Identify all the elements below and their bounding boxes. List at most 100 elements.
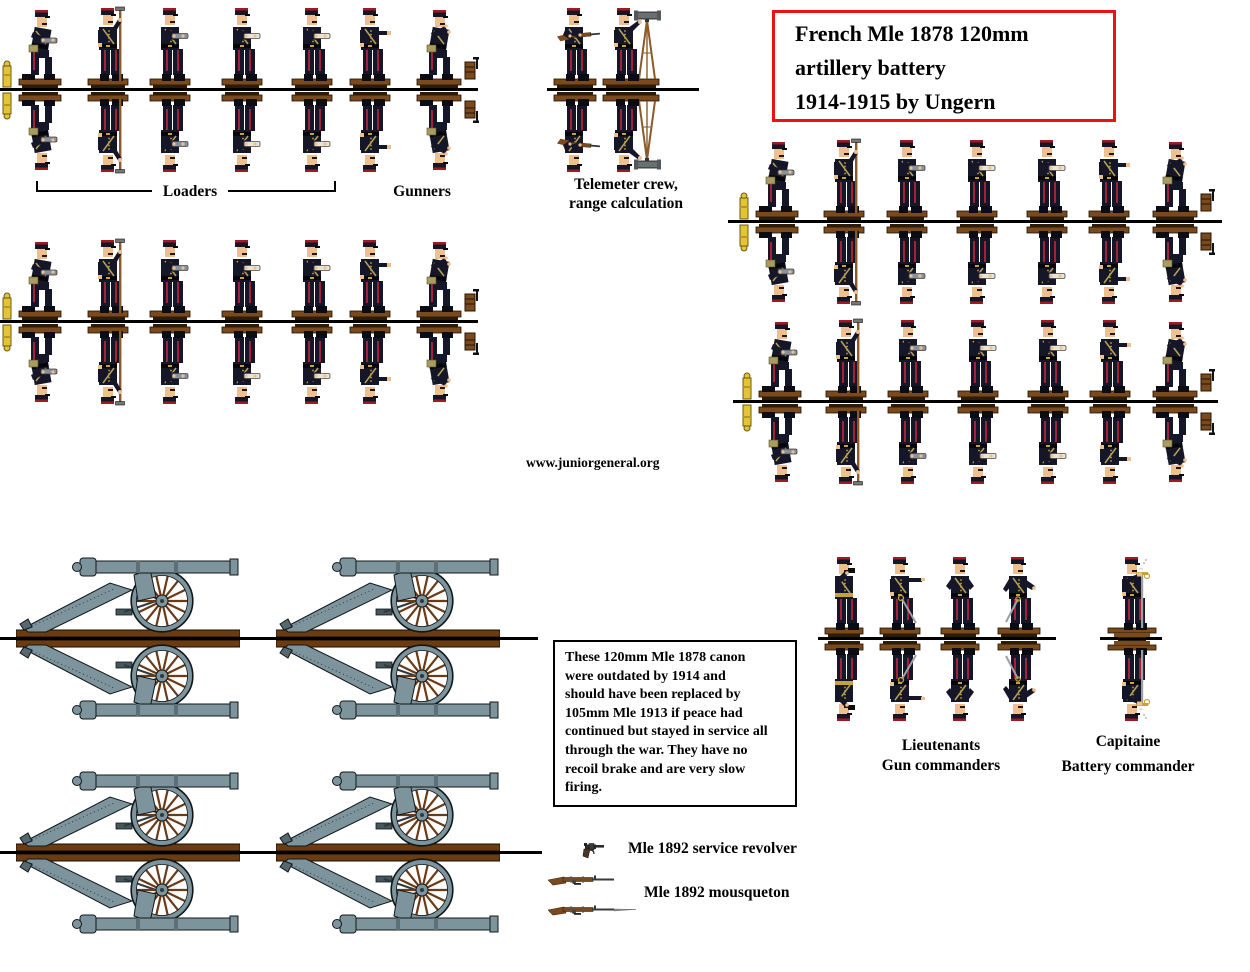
mousqueton-label: Mle 1892 mousqueton bbox=[644, 884, 790, 901]
figure-loader-light-reflection bbox=[290, 323, 334, 407]
figure-rammer bbox=[822, 137, 866, 221]
figure-rammer bbox=[824, 317, 868, 401]
figure-loader-light bbox=[1025, 137, 1069, 221]
ground-line bbox=[733, 400, 1218, 403]
figure-walker-reflection bbox=[1087, 223, 1131, 307]
figure-shell bbox=[740, 371, 754, 401]
figure-kneel-gunner-reflection bbox=[1152, 403, 1216, 487]
figure-loader-light-reflection bbox=[220, 323, 264, 407]
revolver-icon bbox=[581, 841, 607, 866]
carbine-bayonet-icon bbox=[547, 901, 640, 924]
figure-rammer bbox=[86, 237, 130, 321]
ground-line bbox=[728, 220, 1222, 223]
figure-kneel-loader bbox=[18, 237, 62, 321]
figure-walker bbox=[1087, 137, 1131, 221]
cannon-figure-reflection bbox=[15, 853, 241, 934]
figure-rifleman-reflection bbox=[552, 91, 602, 175]
telemeter-label-1: Telemeter crew, bbox=[574, 176, 678, 193]
figure-loader-light bbox=[290, 5, 334, 89]
figure-loader-light-reflection bbox=[955, 223, 999, 307]
figure-kneel-gunner-reflection bbox=[1152, 223, 1216, 307]
figure-shell-reflection bbox=[740, 403, 754, 433]
figure-loader-light bbox=[956, 317, 1000, 401]
ground-line bbox=[0, 320, 478, 323]
cannon-figure bbox=[15, 557, 241, 638]
figure-kneel-gunner bbox=[416, 237, 480, 321]
cannon-figure-reflection bbox=[275, 853, 501, 934]
figure-shell bbox=[0, 291, 14, 321]
ground-line bbox=[818, 637, 1056, 640]
cannon-figure-reflection bbox=[15, 639, 241, 720]
ground-line bbox=[0, 637, 538, 640]
title-line-2: artillery battery bbox=[795, 55, 946, 80]
figure-loader-gray-reflection bbox=[885, 223, 929, 307]
figure-loader-gray bbox=[148, 237, 192, 321]
capitaine-label-2: Battery commander bbox=[1061, 758, 1195, 775]
figure-loader-light bbox=[955, 137, 999, 221]
figure-kneel-gunner-reflection bbox=[416, 91, 480, 175]
figure-capitaine bbox=[1104, 554, 1160, 638]
bracket-left-line bbox=[36, 190, 152, 192]
figure-rammer-reflection bbox=[824, 403, 868, 487]
figure-loader-gray bbox=[148, 5, 192, 89]
figure-kneel-gunner bbox=[416, 5, 480, 89]
figure-loader-gray-reflection bbox=[886, 403, 930, 487]
ground-line bbox=[1100, 637, 1162, 640]
figure-lt-pointing-reflection bbox=[874, 640, 930, 724]
figure-kneel-loader-reflection bbox=[18, 91, 62, 175]
figure-loader-light-reflection bbox=[956, 403, 1000, 487]
figure-loader-gray bbox=[886, 317, 930, 401]
figure-lt-pointing bbox=[874, 554, 930, 638]
figure-telemeter-op bbox=[602, 5, 666, 89]
title-line-3: 1914-1915 by Ungern bbox=[795, 89, 996, 114]
figure-kneel-loader-reflection bbox=[758, 403, 802, 487]
figure-loader-gray bbox=[885, 137, 929, 221]
figure-kneel-loader-reflection bbox=[18, 323, 62, 407]
figure-kneel-loader-reflection bbox=[755, 223, 799, 307]
figure-walker-reflection bbox=[1088, 403, 1132, 487]
figure-shell-reflection bbox=[0, 91, 14, 121]
ground-line bbox=[547, 88, 699, 91]
loaders-label: Loaders bbox=[162, 183, 218, 200]
figure-lt-standing bbox=[938, 554, 982, 638]
site-url: www.juniorgeneral.org bbox=[526, 455, 660, 470]
bracket-left-tick bbox=[36, 181, 38, 192]
figure-loader-light-reflection bbox=[1025, 223, 1069, 307]
figure-rammer-reflection bbox=[86, 91, 130, 175]
figure-kneel-loader bbox=[758, 317, 802, 401]
figure-loader-light bbox=[1026, 317, 1070, 401]
gunners-label: Gunners bbox=[393, 183, 451, 200]
cannon-figure-reflection bbox=[275, 639, 501, 720]
title-box: French Mle 1878 120mm artillery battery … bbox=[772, 10, 1116, 122]
figure-rammer-reflection bbox=[822, 223, 866, 307]
figure-walker-reflection bbox=[348, 91, 392, 175]
lieutenants-label-1: Lieutenants bbox=[901, 737, 981, 754]
info-box: These 120mm Mle 1878 canon were outdated… bbox=[553, 640, 797, 807]
figure-loader-gray-reflection bbox=[148, 91, 192, 175]
figure-loader-light-reflection bbox=[290, 91, 334, 175]
figure-lt-binoculars-reflection bbox=[822, 640, 866, 724]
figure-kneel-gunner-reflection bbox=[416, 323, 480, 407]
lieutenants-label-2: Gun commanders bbox=[881, 757, 1001, 774]
figure-telemeter-op-reflection bbox=[602, 91, 666, 175]
figure-loader-light bbox=[220, 237, 264, 321]
figure-shell-reflection bbox=[737, 223, 751, 253]
figure-loader-light bbox=[290, 237, 334, 321]
figure-lt-binoculars bbox=[822, 554, 866, 638]
capitaine-label-1: Capitaine bbox=[1095, 733, 1161, 750]
figure-shell bbox=[0, 59, 14, 89]
figure-loader-gray-reflection bbox=[148, 323, 192, 407]
figure-walker bbox=[348, 5, 392, 89]
figure-kneel-loader bbox=[755, 137, 799, 221]
figure-shell bbox=[737, 191, 751, 221]
figure-kneel-loader bbox=[18, 5, 62, 89]
figure-loader-light bbox=[220, 5, 264, 89]
figure-walker-reflection bbox=[348, 323, 392, 407]
ground-line bbox=[0, 851, 542, 854]
ground-line bbox=[0, 88, 478, 91]
figure-kneel-gunner bbox=[1152, 317, 1216, 401]
cannon-figure bbox=[275, 771, 501, 852]
figure-rammer-reflection bbox=[86, 323, 130, 407]
figure-shell-reflection bbox=[0, 323, 14, 353]
